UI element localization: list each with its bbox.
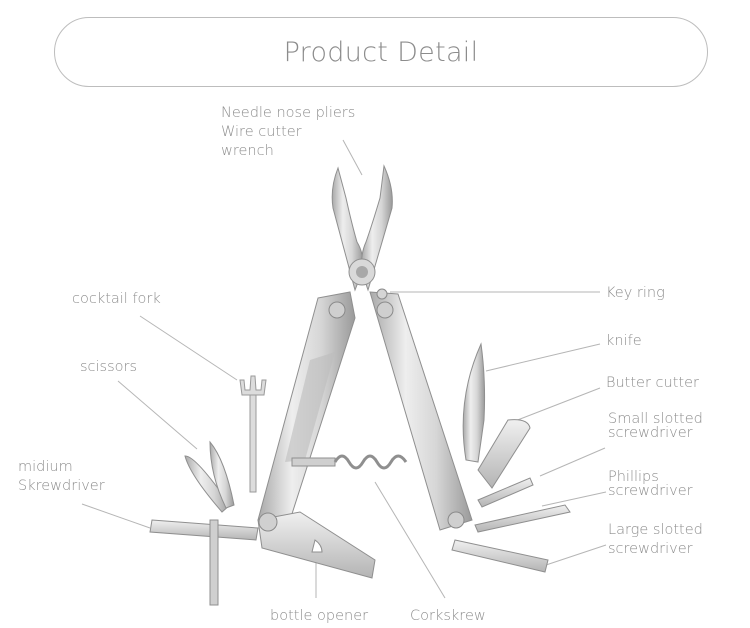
corkscrew (291, 454, 408, 470)
butter-cutter-blade (477, 419, 531, 489)
label-pliers: Needle nose pliers Wire cutter wrench (221, 105, 356, 159)
label-small-slotted-screwdriver: Small slotted screwdriver (608, 411, 703, 441)
right-handle (369, 291, 473, 531)
label-scissors: scissors (80, 359, 138, 375)
medium-screwdriver (149, 519, 259, 541)
label-cocktail-fork: cocktail fork (72, 291, 161, 307)
cocktail-fork (239, 375, 267, 493)
label-butter-cutter: Butter cutter (606, 375, 699, 391)
leader-lines (81, 139, 607, 599)
label-bottle-opener: bottle opener (270, 608, 369, 624)
knife-blade (462, 342, 486, 463)
label-large-slotted-screwdriver: Large slotted screwdriver (608, 522, 703, 557)
pliers-jaws (331, 164, 393, 292)
page-title: Product Detail (283, 36, 479, 68)
label-key-ring: Key ring (606, 285, 665, 301)
scissors (184, 440, 235, 513)
label-corkscrew: Corkskrew (410, 608, 486, 624)
label-phillips-screwdriver: Phillips screwdriver (608, 469, 693, 499)
label-medium-screwdriver: midium Skrewdriver (18, 459, 105, 494)
title-banner: Product Detail (54, 17, 708, 87)
label-knife: knife (606, 333, 642, 349)
